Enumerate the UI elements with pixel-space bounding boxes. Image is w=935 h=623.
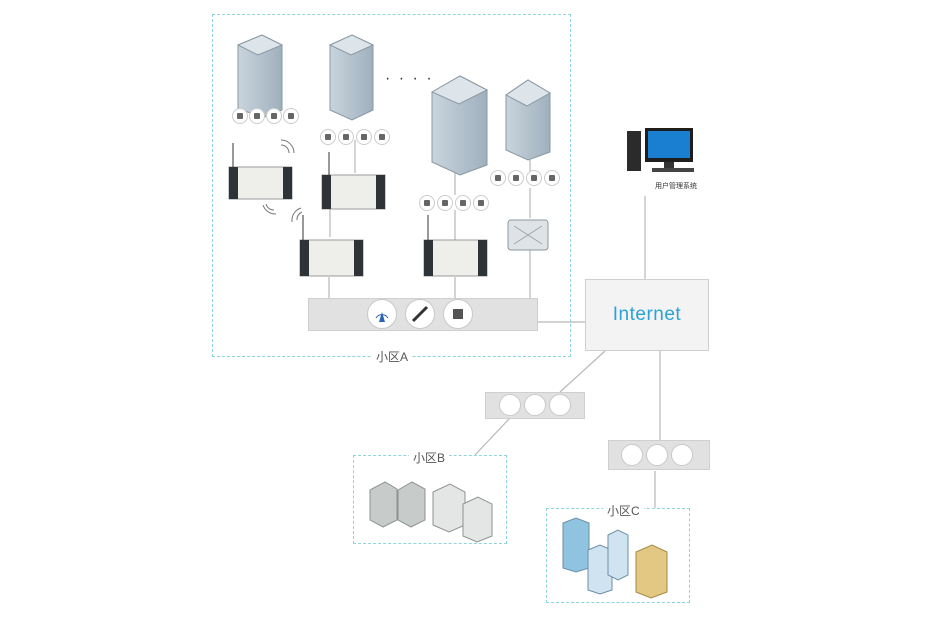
- wireless-antenna-icon: [367, 299, 397, 329]
- user-management-system-label: 用户管理系统: [655, 183, 697, 190]
- broadband-connector-icon: [549, 394, 571, 416]
- wireless-signal-icon: [262, 139, 303, 223]
- ethernet-cable-icon: [646, 444, 668, 466]
- building-icon: [587, 544, 613, 595]
- zone-c-label: 小区C: [603, 502, 644, 519]
- broadband-connector-icon: [671, 444, 693, 466]
- meter-icon: [508, 170, 524, 186]
- meter-icon: [437, 195, 453, 211]
- meter-icon: [419, 195, 435, 211]
- building-icon: [635, 544, 668, 599]
- meter-icon: [374, 129, 390, 145]
- meter-icon: [249, 108, 265, 124]
- building-icon: [607, 529, 629, 581]
- building-icon: [462, 496, 493, 543]
- ethernet-cable-icon: [405, 299, 435, 329]
- meter-icon: [320, 129, 336, 145]
- wireless-antenna-icon: [499, 394, 521, 416]
- building-icon: [236, 34, 284, 119]
- ethernet-cable-icon: [524, 394, 546, 416]
- building-icon: [397, 481, 426, 528]
- zone-a-label: 小区A: [372, 348, 413, 365]
- concentrator-icon: [423, 215, 488, 277]
- building-icon: [328, 34, 375, 121]
- internet-label: Internet: [612, 304, 682, 325]
- meter-icon: [490, 170, 506, 186]
- building-icon: [562, 517, 590, 573]
- wireless-antenna-icon: [621, 444, 643, 466]
- building-icon: [505, 79, 551, 161]
- meter-icon: [266, 108, 282, 124]
- ellipsis-text: · · · ·: [385, 70, 434, 87]
- concentrator-icon: [321, 152, 386, 210]
- concentrator-icon: [299, 215, 364, 277]
- concentrator-icon: [228, 143, 293, 200]
- meter-icon: [455, 195, 471, 211]
- meter-icon: [338, 129, 354, 145]
- building-icon: [430, 75, 489, 176]
- internet-node: Internet: [585, 279, 709, 351]
- building-icon: [369, 481, 398, 528]
- meter-icon: [232, 108, 248, 124]
- meter-icon: [473, 195, 489, 211]
- collector-icon: [507, 219, 549, 251]
- meter-icon: [356, 129, 372, 145]
- meter-icon: [544, 170, 560, 186]
- broadband-connector-icon: [443, 299, 473, 329]
- zone-b-label: 小区B: [409, 449, 450, 466]
- meter-icon: [526, 170, 542, 186]
- meter-icon: [283, 108, 299, 124]
